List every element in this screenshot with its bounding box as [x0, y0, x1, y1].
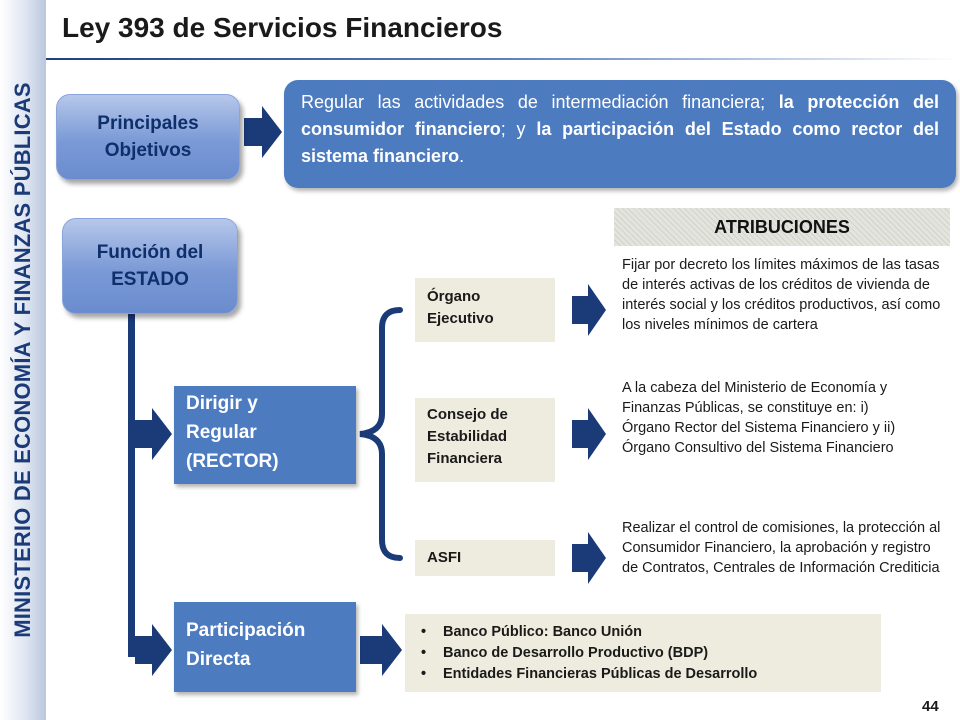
objectives-label-line1: Principales: [97, 113, 199, 134]
organ-box-asfi: ASFI: [415, 540, 555, 576]
objectives-text-box: Regular las actividades de intermediació…: [284, 80, 956, 188]
objectives-text-2: ; y: [500, 119, 537, 139]
objectives-text-bold-2: la participación del Estado como rector …: [301, 119, 939, 166]
arrow-direct: [135, 624, 172, 676]
organ-3-description: Realizar el control de comisiones, la pr…: [622, 520, 941, 576]
objectives-pill: Principales Objetivos: [56, 94, 240, 180]
direct-participation-box: Participación Directa: [174, 602, 356, 692]
list-item: Banco de Desarrollo Productivo (BDP): [419, 643, 881, 664]
organ-2-line1: Consejo de: [427, 406, 508, 423]
state-function-line2: ESTADO: [111, 269, 189, 290]
direct-line2: Directa: [186, 649, 251, 670]
direct-line1: Participación: [186, 620, 306, 641]
organ-2-line2: Estabilidad: [427, 428, 508, 445]
rector-box: Dirigir y Regular (RECTOR): [174, 386, 356, 484]
atribuciones-header: ATRIBUCIONES: [614, 208, 950, 246]
arrow-objectives: [244, 106, 282, 158]
objectives-text-1: Regular las actividades de intermediació…: [301, 92, 779, 112]
arrow-rector: [135, 408, 172, 460]
organ-box-ejecutivo: Órgano Ejecutivo: [415, 278, 555, 342]
organ-1-description: Fijar por decreto los límites máximos de…: [622, 257, 941, 333]
organ-1-line1: Órgano: [427, 288, 481, 305]
sidebar-band: [0, 0, 46, 720]
list-item: Banco Público: Banco Unión: [419, 622, 881, 643]
page-number: 44: [922, 698, 939, 715]
rector-line2: Regular: [186, 422, 257, 443]
objectives-label-line2: Objetivos: [104, 140, 192, 161]
organ-1-line2: Ejecutivo: [427, 310, 494, 327]
organ-3-line1: ASFI: [427, 549, 462, 566]
spine-line: [128, 312, 135, 657]
organ-2-description: A la cabeza del Ministerio de Economía y…: [622, 380, 896, 456]
list-item: Entidades Financieras Públicas de Desarr…: [419, 664, 881, 685]
state-function-line1: Función del: [96, 242, 204, 263]
rector-line1: Dirigir y: [186, 393, 258, 414]
title-underline: [46, 58, 960, 60]
arrow-organ-3: [572, 532, 606, 584]
organ-box-consejo: Consejo de Estabilidad Financiera: [415, 398, 555, 482]
state-function-pill: Función del ESTADO: [62, 218, 238, 314]
arrow-bullets: [360, 624, 402, 676]
rector-line3: (RECTOR): [186, 451, 279, 472]
page-title: Ley 393 de Servicios Financieros: [62, 12, 503, 43]
brace-bracket: [359, 307, 403, 561]
arrow-organ-1: [572, 284, 606, 336]
organ-2-line3: Financiera: [427, 450, 503, 467]
objectives-text-end: .: [459, 146, 465, 166]
objectives-text-bold-1: la protección del consumidor financiero: [301, 92, 939, 139]
arrow-organ-2: [572, 408, 606, 460]
public-entities-list: Banco Público: Banco Unión Banco de Desa…: [405, 614, 881, 692]
